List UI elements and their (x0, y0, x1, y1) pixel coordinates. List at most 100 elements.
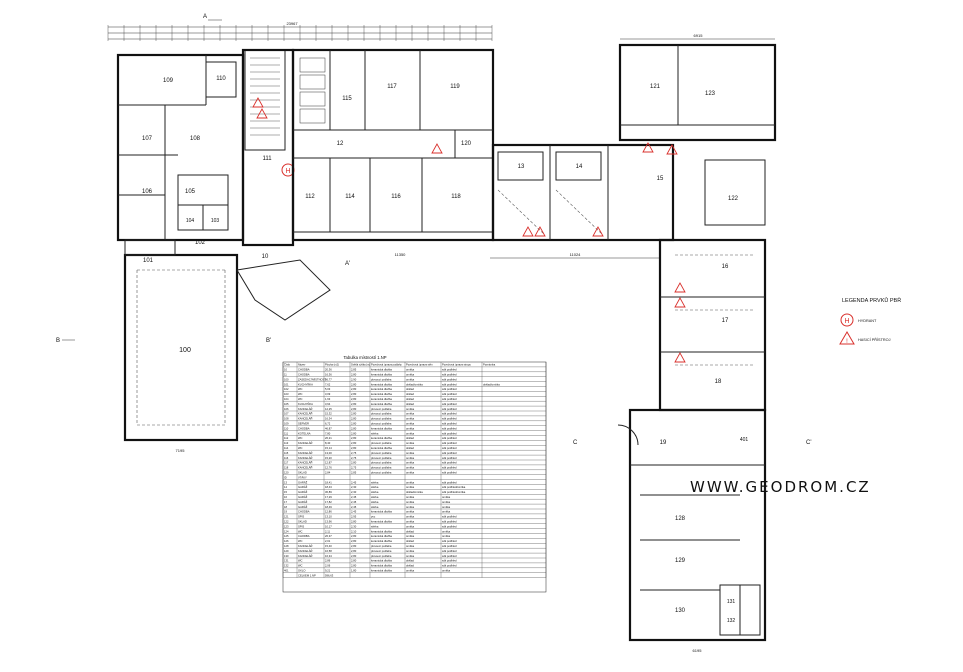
table-cell: 2,30 (351, 485, 357, 489)
table-cell: sdk podhled (442, 377, 457, 381)
extinguisher-icon (592, 226, 604, 237)
table-cell: 2,75 (351, 456, 357, 460)
extinguisher-icon (256, 108, 268, 119)
table-cell: 2,80 (351, 564, 357, 568)
table-cell: keramická dlažba (371, 446, 392, 450)
table-cell: CHODBA (298, 534, 310, 538)
room-labels: 109 110 107 108 106 105 111 101 102 104 … (142, 76, 748, 624)
table-cell: 56,77 (325, 377, 332, 381)
table-cell: sdk podhled (442, 461, 457, 465)
legend-hydrant-symbol: H (844, 318, 849, 325)
table-cell: 2,01 (325, 539, 331, 543)
room-label-102: 102 (195, 240, 206, 246)
table-cell: KUCHYŇKA (298, 382, 313, 386)
room-label-110: 110 (216, 76, 226, 82)
table-cell: 126 (284, 539, 289, 543)
table-cell: WC (298, 397, 303, 401)
table-cell: SKLAD (298, 471, 307, 475)
extinguisher-icon (839, 331, 855, 345)
table-cell: omítka (406, 412, 415, 416)
table-cell: keramická dlažba (371, 387, 392, 391)
table-cell: 2,80 (351, 373, 357, 377)
table-cell: obklad (406, 397, 414, 401)
table-cell: 17,82 (325, 500, 332, 504)
table-cell: 2,80 (351, 417, 357, 421)
table-cell: sdk podhled (442, 559, 457, 563)
room-label-118: 118 (451, 194, 461, 200)
table-cell: 110 (284, 426, 289, 430)
table-cell: omítka (406, 520, 415, 524)
table-cell: 13 (284, 480, 287, 484)
room-label-119: 119 (450, 84, 460, 90)
table-cell: 2,11 (325, 529, 331, 533)
table-cell: KUCHYŇKA (298, 402, 313, 406)
table-cell: KANCELÁŘ (298, 411, 313, 416)
dim-overall-left: 23967 (286, 21, 298, 26)
legend-title: LEGENDA PRVKŮ PBŘ (842, 296, 901, 304)
section-mark-a-mid: A' (345, 261, 350, 267)
table-cell: CHODBA (298, 426, 310, 430)
table-cell: GARÁŽ (298, 479, 308, 484)
dim-overall-right: 6915 (694, 33, 704, 38)
table-cell: 124 (284, 529, 289, 533)
table-cell: sdk podhled/omítka (442, 485, 466, 489)
table-cell: GARÁŽ (298, 499, 308, 504)
table-header-cell: Povrchová úprava podlahy (371, 363, 402, 367)
table-cell: 13,10 (325, 515, 332, 519)
wc-stall (299, 74, 326, 90)
table-cell: stěrka (371, 524, 379, 528)
table-cell: 16,36 (325, 373, 332, 377)
room-label-104: 104 (186, 218, 195, 224)
room-label-107: 107 (142, 136, 153, 142)
table-cell: sdk podhled (442, 373, 457, 377)
legend-extinguisher-symbol: ! (846, 339, 848, 345)
table-cell: omítka (406, 524, 415, 528)
section-mark-b-left: B (56, 338, 60, 344)
table-cell: 2,80 (351, 426, 357, 430)
table-cell: pvc (371, 516, 376, 519)
table-total-label: CELKEM 1.NP (298, 573, 316, 577)
table-header-cell: Poznámka (483, 363, 496, 367)
table-cell: KANCELÁŘ (298, 416, 313, 421)
table-cell: SPIS (298, 524, 304, 528)
table-cell: 100 (284, 377, 289, 381)
table-cell: 2,30 (351, 524, 357, 528)
table-cell: stěrka (371, 495, 379, 499)
table-cell: 107 (284, 412, 289, 416)
table-cell: 1,80 (351, 569, 357, 573)
table-cell: 103 (284, 392, 289, 396)
table-cell: ZASEDACÍ MÍSTNOST (298, 377, 326, 381)
table-cell: 15,20 (325, 456, 332, 460)
table-cell: KANCELÁŘ (298, 460, 313, 465)
table-cell: 18,49 (325, 505, 332, 509)
table-cell: 2,80 (351, 441, 357, 445)
room-label-10: 10 (262, 254, 269, 260)
table-cell: omítka (406, 456, 415, 460)
table-cell: 10 (284, 368, 287, 372)
table-cell: omítka (406, 510, 415, 514)
table-cell: KOTELNA (298, 431, 311, 435)
table-cell: SPIS (298, 515, 304, 519)
table-cell: sdk podhled (442, 402, 457, 406)
table-cell: 2,80 (351, 402, 357, 406)
section-marks: A A' B B' C C' (56, 14, 811, 446)
table-cell: omítka (442, 569, 451, 573)
table-cell: plovoucí podlaha (371, 554, 392, 558)
table-cell: 116 (284, 456, 289, 460)
extinguisher-icon (522, 226, 534, 237)
table-cell: plovoucí podlaha (371, 471, 392, 475)
table-cell: sdk podhled (442, 539, 457, 543)
table-cell: 123 (284, 524, 289, 528)
table-cell: sdk podhled (442, 456, 457, 460)
room-label-401: 401 (740, 437, 749, 443)
table-cell: 19 (284, 510, 287, 514)
table-cell: 2,80 (351, 544, 357, 548)
table-cell: 3,64 (325, 402, 331, 406)
room-label-114: 114 (345, 194, 355, 200)
table-cell: sdk podhled (442, 520, 457, 524)
room-label-117: 117 (387, 84, 397, 90)
table-cell: 2,45 (351, 500, 357, 504)
table-cell: omítka (406, 407, 415, 411)
room-label-111: 111 (262, 156, 272, 162)
